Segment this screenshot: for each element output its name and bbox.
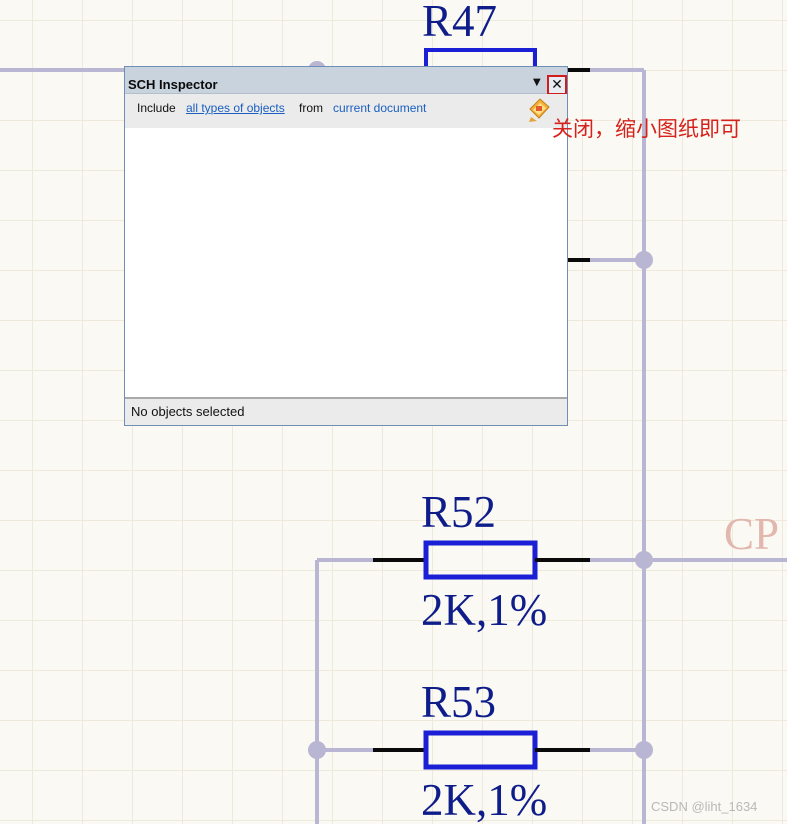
inspector-title: SCH Inspector xyxy=(128,77,218,92)
filter-prefix: Include xyxy=(137,101,176,115)
r53-body[interactable] xyxy=(423,730,538,770)
close-button[interactable]: ✕ xyxy=(547,75,567,95)
inspector-filter-bar: Include all types of objects from curren… xyxy=(125,94,567,128)
r52-value[interactable]: 2K,1% xyxy=(421,585,547,635)
filter-icon[interactable] xyxy=(527,97,551,123)
close-icon: ✕ xyxy=(551,77,563,93)
sch-inspector-panel[interactable]: SCH Inspector ▼ ✕ Include all types of o… xyxy=(124,66,568,426)
junction-r53-left[interactable] xyxy=(308,741,326,759)
r53-designator[interactable]: R53 xyxy=(421,677,496,727)
r52-designator[interactable]: R52 xyxy=(421,487,496,537)
r53-value[interactable]: 2K,1% xyxy=(421,775,547,824)
status-text: No objects selected xyxy=(131,404,245,419)
net-label[interactable]: CP xyxy=(724,509,779,559)
dropdown-arrow-icon[interactable]: ▼ xyxy=(533,77,541,88)
annotation-note: 关闭，缩小图纸即可 xyxy=(552,117,741,141)
inspector-status-bar: No objects selected xyxy=(125,397,567,425)
watermark: CSDN @liht_1634 xyxy=(651,799,758,814)
r52-body[interactable] xyxy=(423,540,538,580)
r47-designator[interactable]: R47 xyxy=(422,0,497,46)
filter-middle: from xyxy=(299,101,323,115)
junction-r53-right[interactable] xyxy=(635,741,653,759)
object-types-link[interactable]: all types of objects xyxy=(186,101,285,115)
scope-link[interactable]: current document xyxy=(333,101,427,115)
inspector-titlebar[interactable]: SCH Inspector ▼ ✕ xyxy=(125,67,567,95)
junction-mid-right[interactable] xyxy=(635,251,653,269)
junction-r52-right[interactable] xyxy=(635,551,653,569)
